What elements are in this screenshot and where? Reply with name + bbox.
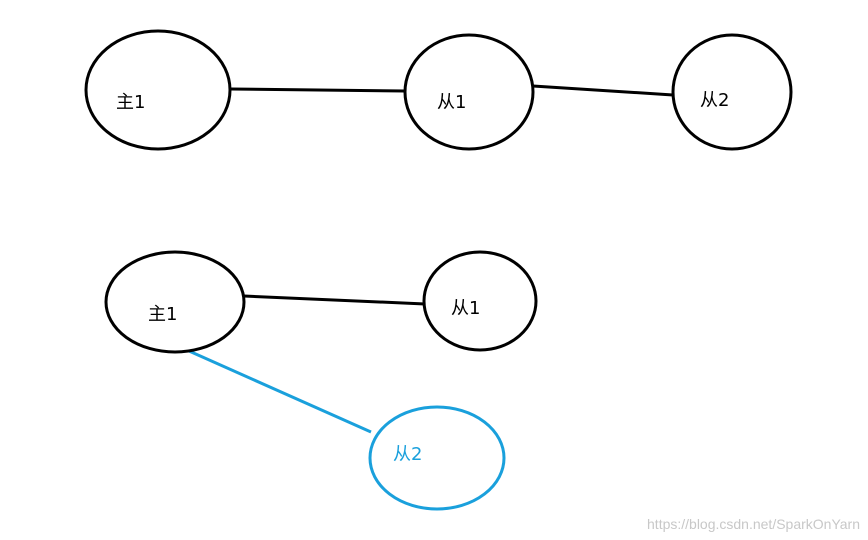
node-slave2-label: 从2 [393, 444, 422, 465]
edge-master-to-slave1 [243, 294, 426, 306]
node-master [104, 250, 246, 354]
node-slave1-label: 从1 [451, 298, 480, 319]
edge-master-to-slave2 [188, 349, 372, 434]
node-master [84, 29, 232, 151]
top-diagram: 主1 从1 从2 [84, 29, 793, 151]
watermark: https://blog.csdn.net/SparkOnYarn [647, 516, 860, 532]
edge-master-to-slave1 [230, 87, 406, 93]
node-slave1 [422, 250, 538, 352]
node-master-label: 主1 [148, 304, 177, 325]
bottom-diagram: 主1 从1 从2 [104, 250, 538, 511]
node-slave2 [368, 405, 506, 511]
node-master-label: 主1 [116, 92, 145, 113]
node-slave1-label: 从1 [437, 92, 466, 113]
edge-slave1-to-slave2 [532, 84, 674, 97]
node-slave1 [403, 33, 535, 151]
node-slave2-label: 从2 [700, 90, 729, 111]
node-slave2 [671, 33, 793, 151]
